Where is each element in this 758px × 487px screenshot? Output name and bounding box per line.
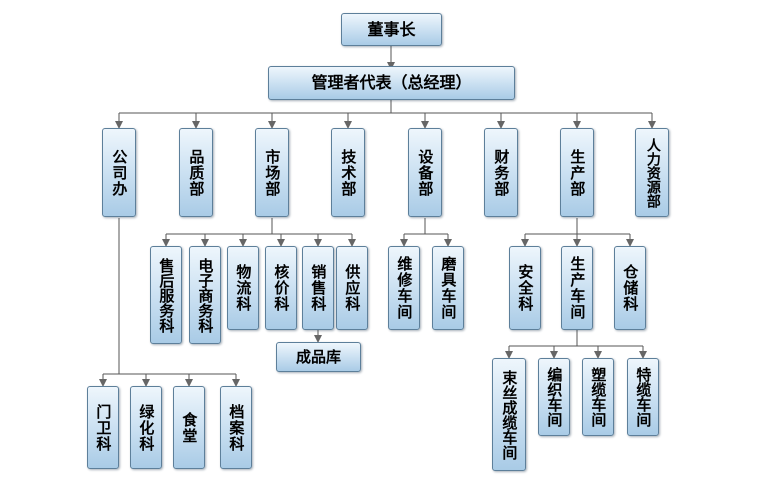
dept-quality: 品质部	[179, 128, 213, 217]
workshop-bunching-cabling: 束丝成缆车间	[492, 358, 526, 471]
section-supply: 供应科	[336, 246, 368, 330]
section-sales: 销售科	[302, 246, 334, 330]
dept-finance: 财务部	[484, 128, 518, 217]
dept-equipment: 设备部	[408, 128, 442, 217]
section-security-guard: 门卫科	[87, 386, 119, 469]
dept-human-resources: 人力资源部	[635, 128, 669, 217]
dept-technology: 技术部	[331, 128, 365, 217]
workshop-plastic-cable: 塑缆车间	[582, 358, 614, 436]
management-representative-box: 管理者代表（总经理）	[268, 66, 515, 100]
section-canteen: 食堂	[173, 386, 205, 469]
finished-goods-warehouse: 成品库	[276, 342, 361, 372]
section-e-commerce: 电子商务科	[189, 246, 221, 344]
dept-market: 市场部	[255, 128, 289, 217]
section-logistics: 物流科	[227, 246, 259, 330]
section-greening: 绿化科	[130, 386, 162, 469]
dept-production: 生产部	[560, 128, 594, 217]
section-mold-workshop: 磨具车间	[432, 246, 464, 330]
dept-company-office: 公司办	[102, 128, 136, 217]
workshop-special-cable: 特缆车间	[627, 358, 659, 436]
section-production-workshop: 生产车间	[561, 246, 593, 330]
section-storage: 仓储科	[614, 246, 646, 330]
section-after-sales: 售后服务科	[150, 246, 182, 344]
chairman-box: 董事长	[341, 13, 442, 46]
section-repair-workshop: 维修车间	[388, 246, 420, 330]
section-safety: 安全科	[509, 246, 541, 330]
section-archives: 档案科	[220, 386, 252, 469]
section-pricing: 核价科	[265, 246, 297, 330]
workshop-braiding: 编织车间	[538, 358, 570, 436]
